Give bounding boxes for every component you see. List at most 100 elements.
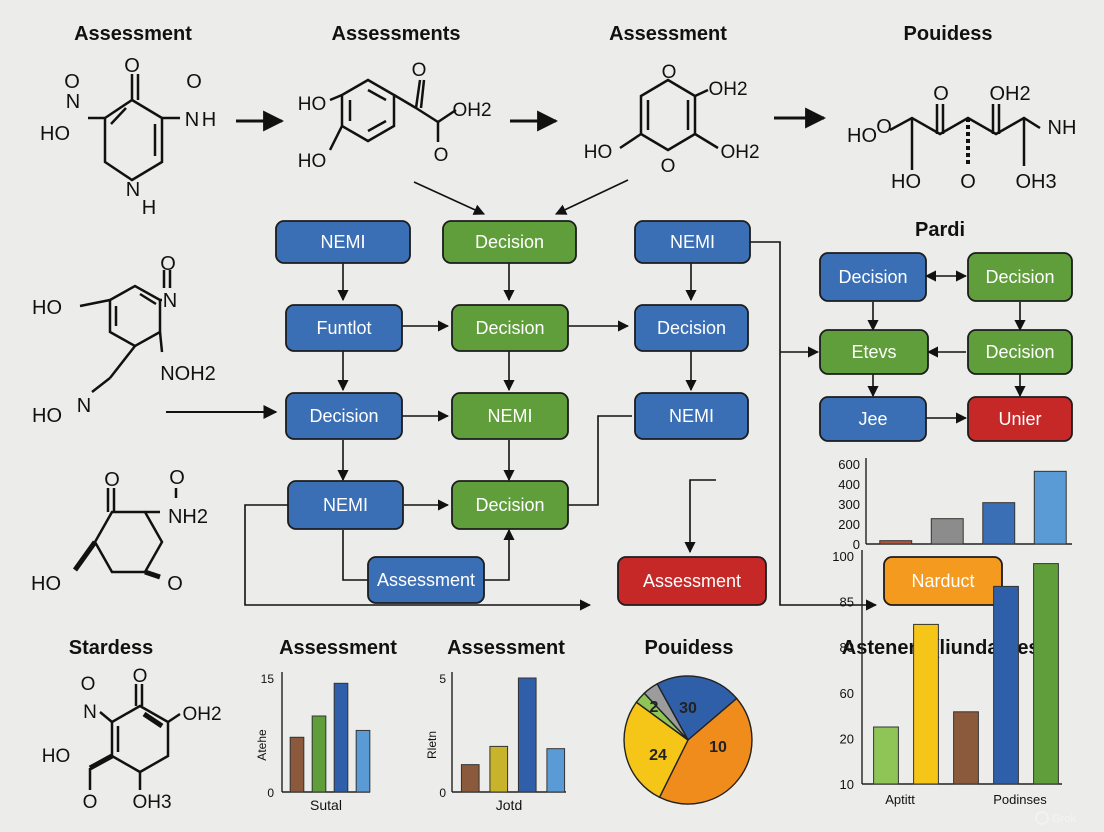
y-tick-label: 0 [853,537,860,552]
flow-node-box [967,396,1073,442]
flow-node-box [634,304,749,352]
molecule-1-atom: HO [40,123,70,145]
bar [982,502,1016,545]
y-axis-label: Rletn [425,731,439,759]
flow-node-p5: Jee [819,396,927,442]
molecule-7-atom: N [83,702,97,723]
molecule-7-atom: O [83,792,98,813]
molecule-7-atom: O [133,666,148,687]
y-tick-label: 60 [840,686,854,701]
flow-node-n8: NEMI [451,392,569,440]
svg-text:Grok: Grok [1052,813,1076,825]
x-axis-label: Sutal [310,797,342,813]
flow-connectors [244,179,1026,611]
flow-node-label: Decision [475,232,544,252]
flow-node-p3: Etevs [819,329,929,375]
molecule-2-atom: HO [298,94,327,115]
flow-node-box [275,220,411,264]
molecule-5 [79,270,172,393]
molecule-5-atom: N [77,395,91,417]
bar [517,677,537,793]
molecule-1-atom: O [124,55,140,77]
flow-node-label: Funtlot [316,318,371,338]
x-tick-label: Aptitt [885,792,915,807]
flow-node-label: Narduct [911,571,974,591]
heading-bottom-1: Stardess [69,637,154,659]
molecule-2-atom: HO [298,151,327,172]
molecule-1-atom: H [202,109,216,131]
molecule-7-atom: OH3 [132,792,171,813]
bar [953,711,979,785]
y-tick-label: 10 [840,777,854,792]
molecule-2-atom: O [434,145,449,166]
molecule-6-atom: NH2 [168,506,208,528]
flow-node-box [285,392,403,440]
flow-node-box [883,556,1003,606]
molecule-6-atom: O [169,467,185,489]
flow-node-label: NEMI [323,495,368,515]
flow-node-n14: Narduct [883,556,1003,606]
bar [333,682,349,793]
panel-title: Pardi [915,219,965,241]
molecule-4-atom: O [960,171,976,193]
flow-node-n2: Decision [442,220,577,264]
heading-bottom-3: Assessment [447,637,565,659]
molecule-4-atom: OH2 [989,83,1030,105]
molecule-3-atom: OH2 [708,79,747,100]
pie-slice-label: 10 [709,739,727,756]
molecule-6 [72,488,178,580]
flow-node-n12: Assessment [367,556,485,604]
pie-slice [643,682,689,741]
y-tick-label: 100 [832,549,854,564]
molecule-5-atom: N [163,290,177,312]
heading-bottom-2: Assessment [279,637,397,659]
molecule-1-atom: N [185,109,199,131]
molecule-3-atom: HO [584,142,613,163]
flow-node-p4: Decision [967,329,1073,375]
molecule-7-atom: OH2 [182,704,221,725]
flow-node-label: NEMI [321,232,366,252]
flow-node-label: Etevs [851,342,896,362]
bar [993,585,1019,785]
flow-node-label: Assessment [643,571,741,591]
flow-node-box [451,480,569,530]
flow-node-label: Decision [309,406,378,426]
molecule-4 [889,104,1041,170]
bar [460,764,480,793]
flow-node-n7: Decision [285,392,403,440]
molecule-1-atom: O [186,71,202,93]
flow-node-n3: NEMI [634,220,751,264]
flow-node-label: Decision [985,342,1054,362]
flow-node-box [819,396,927,442]
flow-node-n6: Decision [634,304,749,352]
pie-slice-label: 30 [679,700,697,717]
flow-node-label: Decision [475,495,544,515]
x-tick-label: Podinses [993,792,1047,807]
bar [913,623,939,785]
molecule-4-atom: HO [891,171,921,193]
flow-node-n4: Funtlot [285,304,403,352]
bar [489,745,509,793]
molecule-1-atom: H [142,197,156,219]
molecule-2 [328,78,457,151]
flow-node-label: Decision [657,318,726,338]
flow-node-box [819,252,927,302]
heading-top-3: Assessment [609,23,727,45]
y-tick-label: 85 [840,595,854,610]
molecule-5-atom: NOH2 [160,363,216,385]
bar [873,726,899,785]
molecule-5-atom: O [160,253,176,275]
molecule-4-atom: OH3 [1015,171,1056,193]
pie-slice-label: 24 [649,747,667,764]
flow-node-label: NEMI [488,406,533,426]
molecule-1 [88,74,180,182]
flow-node-p6: Unier [967,396,1073,442]
flow-node-n10: NEMI [287,480,404,530]
watermark: Grok [1035,811,1076,825]
molecule-4-atom: HO [847,125,877,147]
molecule-6-atom: O [104,469,120,491]
